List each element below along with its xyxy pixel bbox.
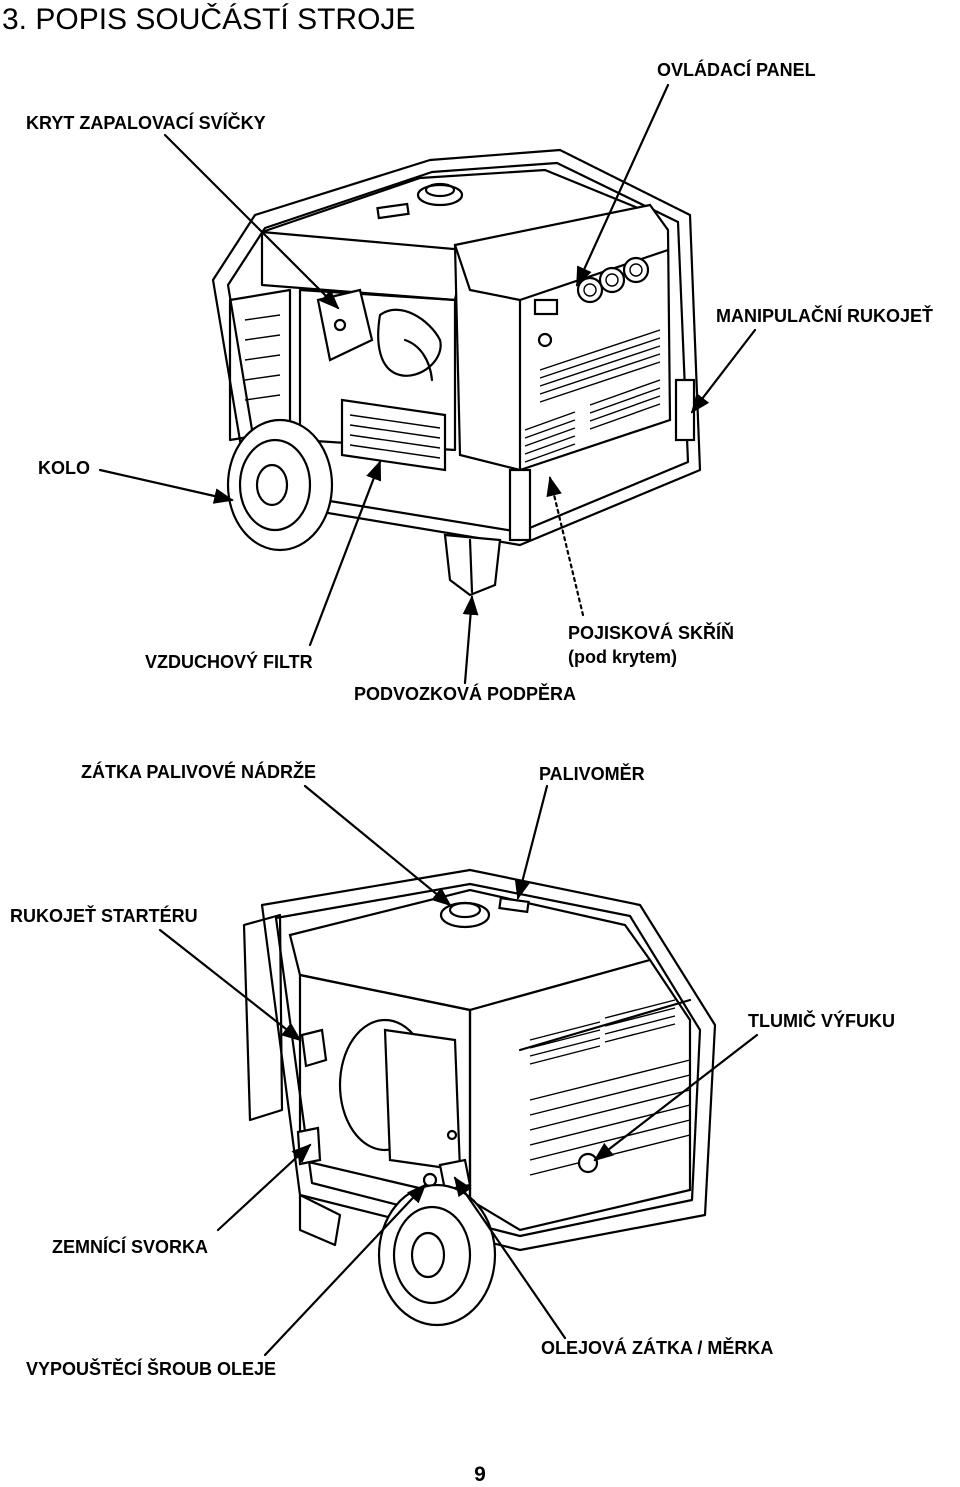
label-fuel-cap: ZÁTKA PALIVOVÉ NÁDRŽE [81, 762, 317, 782]
label-ground-terminal: ZEMNÍCÍ SVORKA [52, 1237, 209, 1257]
label-muffler: TLUMIČ VÝFUKU [748, 1011, 895, 1031]
generator-top-drawing [211, 148, 702, 597]
label-fuse-box-note: (pod krytem) [568, 647, 678, 667]
page-number: 9 [474, 1463, 486, 1486]
generator-bottom-drawing [242, 868, 717, 1327]
label-oil-drain-bolt: VYPOUŠTĚCÍ ŠROUB OLEJE [26, 1359, 277, 1379]
label-oil-cap-dipstick: OLEJOVÁ ZÁTKA / MĚRKA [541, 1338, 774, 1358]
label-air-filter: VZDUCHOVÝ FILTR [145, 652, 313, 672]
label-fuse-box: POJISKOVÁ SKŘÍŇ [568, 623, 735, 643]
page-title: 3. POPIS SOUČÁSTÍ STROJE [2, 3, 416, 36]
label-spark-plug-cover: KRYT ZAPALOVACÍ SVÍČKY [26, 113, 266, 133]
label-fuel-gauge: PALIVOMĚR [539, 764, 645, 784]
label-chassis-support: PODVOZKOVÁ PODPĚRA [354, 684, 577, 704]
label-handle: MANIPULAČNÍ RUKOJEŤ [716, 306, 934, 326]
leader-lines-top [98, 83, 757, 685]
label-starter-handle: RUKOJEŤ STARTÉRU [10, 906, 198, 926]
leader-lines-bottom [158, 784, 759, 1357]
label-control-panel: OVLÁDACÍ PANEL [657, 60, 816, 80]
label-wheel: KOLO [38, 458, 90, 478]
